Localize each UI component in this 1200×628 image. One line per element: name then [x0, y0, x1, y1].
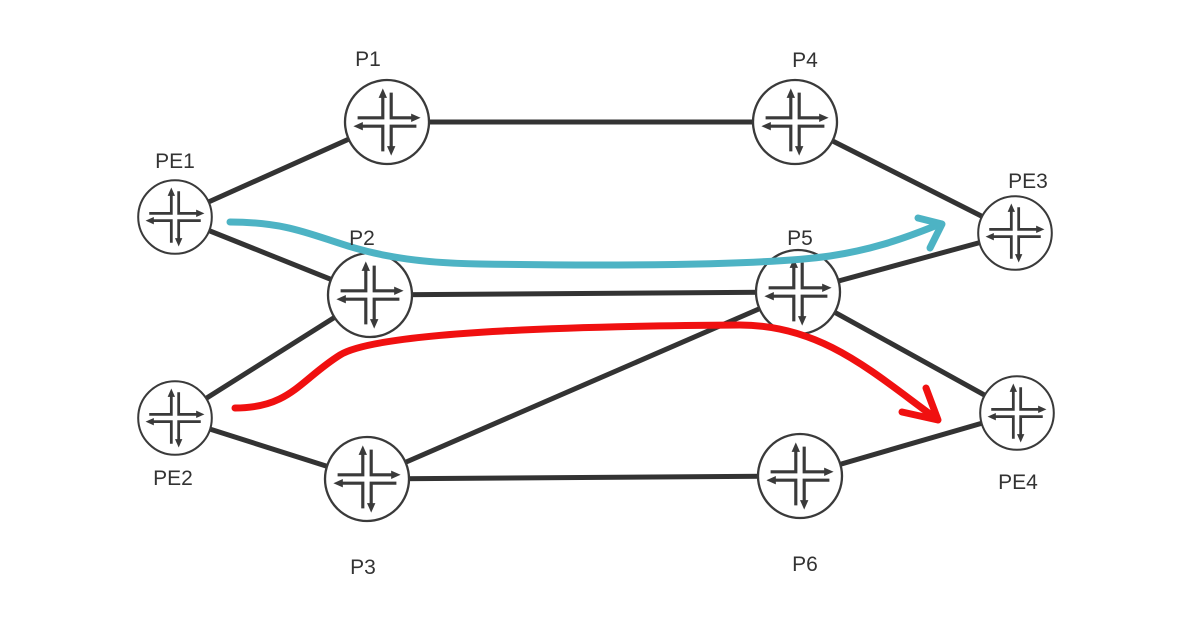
router-label-pe1: PE1 — [155, 150, 195, 173]
router-icon — [343, 78, 431, 166]
arrowhead-icon — [914, 214, 946, 252]
link-p3-p6 — [366, 473, 801, 482]
router-label-p1: P1 — [355, 48, 381, 71]
router-label-p4: P4 — [792, 49, 818, 72]
router-label-p6: P6 — [792, 553, 818, 576]
path-line — [226, 218, 939, 269]
pe1-to-pe3-path — [226, 214, 946, 269]
router-p4[interactable] — [751, 78, 839, 166]
router-label-pe3: PE3 — [1008, 170, 1048, 193]
link-p2-p5 — [369, 289, 799, 298]
arrowhead-icon — [898, 384, 942, 424]
router-pe1[interactable] — [136, 178, 214, 256]
router-p2[interactable] — [326, 251, 414, 339]
router-label-p5: P5 — [787, 227, 813, 250]
link-p3-p5 — [366, 289, 799, 482]
router-icon — [326, 251, 414, 339]
router-icon — [976, 194, 1054, 272]
router-pe3[interactable] — [976, 194, 1054, 272]
router-icon — [756, 432, 844, 520]
router-icon — [136, 379, 214, 457]
router-label-pe2: PE2 — [153, 467, 193, 490]
path-line — [231, 321, 934, 418]
router-icon — [323, 435, 411, 523]
pe2-to-pe4-path — [231, 321, 942, 424]
router-p3[interactable] — [323, 435, 411, 523]
router-label-p2: P2 — [349, 227, 375, 250]
router-pe4[interactable] — [978, 374, 1056, 452]
router-icon — [136, 178, 214, 256]
router-icon — [751, 78, 839, 166]
router-icon — [978, 374, 1056, 452]
router-label-pe4: PE4 — [998, 471, 1038, 494]
router-p6[interactable] — [756, 432, 844, 520]
router-p1[interactable] — [343, 78, 431, 166]
router-pe2[interactable] — [136, 379, 214, 457]
router-label-p3: P3 — [350, 556, 376, 579]
